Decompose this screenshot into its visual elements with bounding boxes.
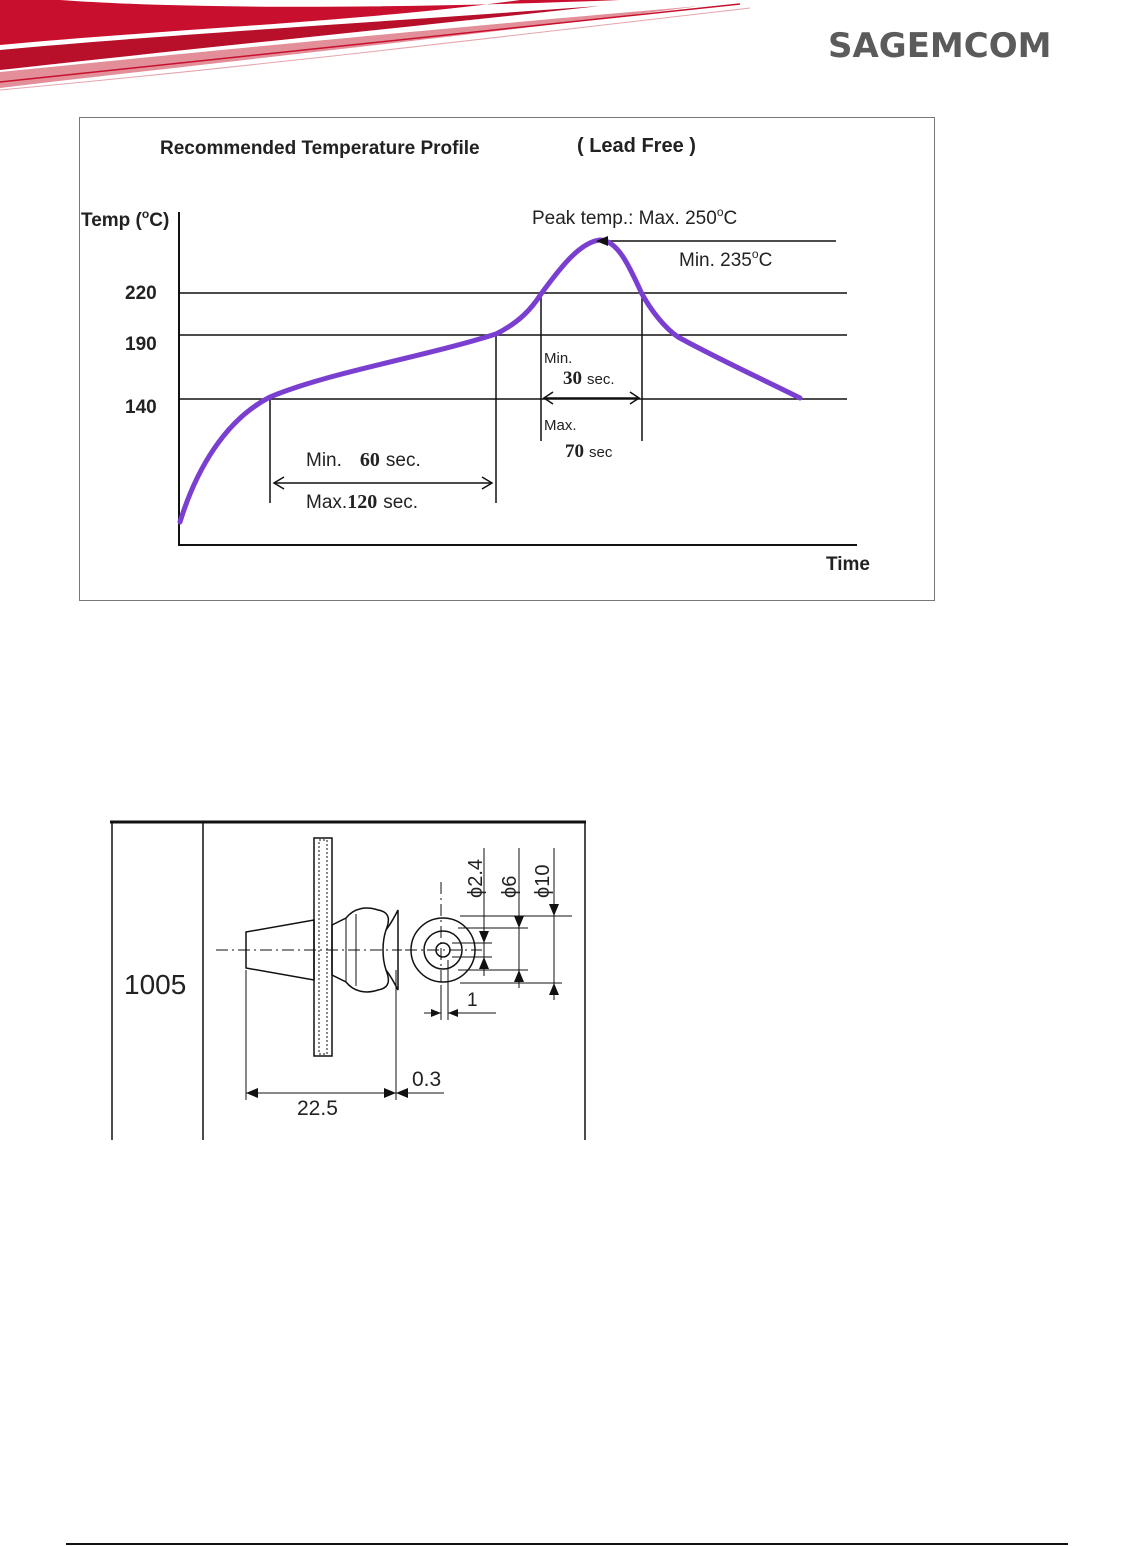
dia-inner-arrow-bottom — [479, 957, 489, 969]
dim-length-arrow-left — [246, 1088, 258, 1098]
dim-gap-arrow — [396, 1088, 408, 1098]
dim-length-arrow-right — [384, 1088, 396, 1098]
nozzle-flange-inner — [319, 840, 327, 1054]
dia-inner-label: ϕ2.4 — [465, 859, 487, 898]
dia-inner-arrow-top — [479, 931, 489, 943]
dim-length-label: 22.5 — [297, 1097, 338, 1120]
dia-outer-arrow-top — [549, 904, 559, 916]
dia-mid-label: ϕ6 — [499, 876, 521, 898]
size-code: 1005 — [124, 969, 186, 1000]
dia-outer-label: ϕ10 — [532, 865, 554, 898]
footer-rule — [66, 1543, 1068, 1545]
offset-arrow-left — [431, 1009, 441, 1017]
offset-label: 1 — [467, 990, 478, 1011]
dia-outer-arrow-bottom — [549, 983, 559, 995]
nozzle-tip — [246, 920, 314, 980]
dim-gap-label: 0.3 — [412, 1068, 441, 1091]
offset-arrow-right — [448, 1009, 458, 1017]
dia-mid-arrow-bottom — [514, 970, 524, 982]
nozzle-flange — [314, 838, 332, 1056]
dia-mid-arrow-top — [514, 916, 524, 928]
